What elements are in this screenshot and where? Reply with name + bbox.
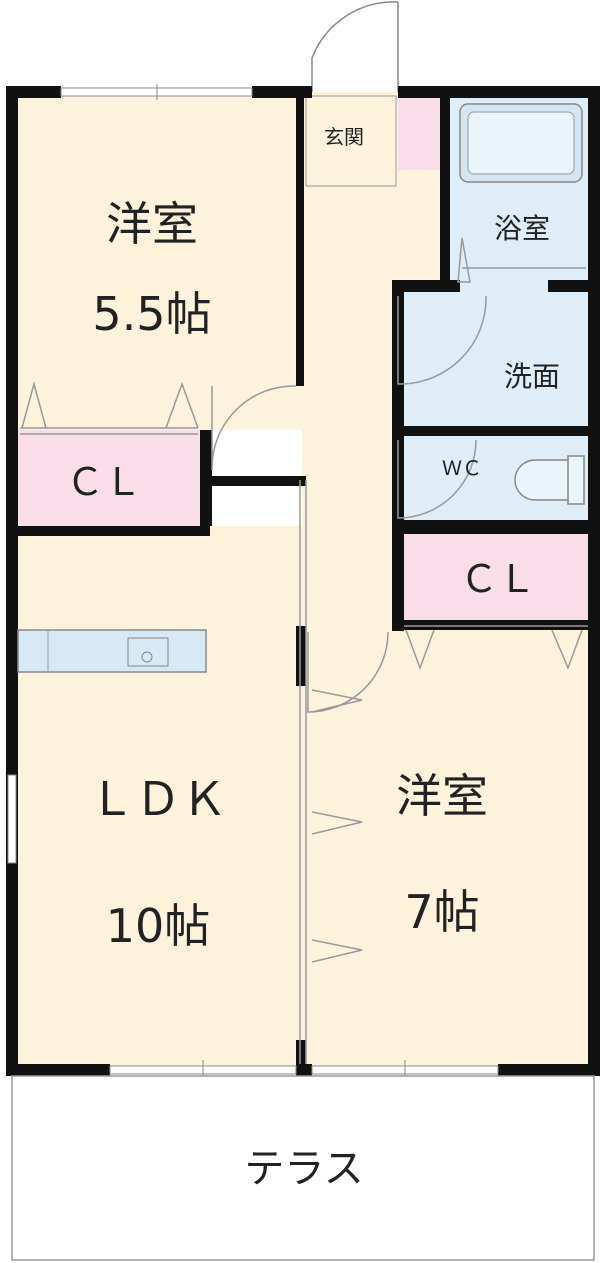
toilet-fixture xyxy=(514,455,585,505)
western-room-1-floor xyxy=(12,92,302,430)
room-label-western-1: 洋室 xyxy=(106,197,198,251)
sliding-doors xyxy=(20,381,588,1064)
room-label-washroom: 洗面 xyxy=(504,360,560,393)
genkan-floor xyxy=(302,92,398,184)
room-label-terrace: テラス xyxy=(244,1146,363,1192)
closet-1-floor xyxy=(12,430,207,526)
room-label-ldk: ＬＤＫ xyxy=(89,772,227,826)
interior-doors xyxy=(211,237,586,713)
room-size-western-1: 5.5帖 xyxy=(92,287,211,341)
windows xyxy=(7,84,499,1080)
genkan-step xyxy=(305,95,397,187)
room-size-ldk: 10帖 xyxy=(106,899,211,953)
room-size-western-2: 7帖 xyxy=(404,885,479,939)
western-room-2-floor xyxy=(302,626,588,1066)
room-label-closet-1: ＣＬ xyxy=(66,460,142,504)
room-label-toilet: ＷＣ xyxy=(442,456,482,480)
ldk-floor xyxy=(12,526,302,1066)
closet-2-floor xyxy=(398,530,588,626)
washroom-floor xyxy=(398,286,588,432)
room-label-closet-2: ＣＬ xyxy=(460,557,536,601)
room-label-entrance: 玄関 xyxy=(324,125,364,149)
room-label-bath: 浴室 xyxy=(494,212,550,245)
entrance-door xyxy=(311,1,399,92)
kitchen-counter xyxy=(17,629,207,673)
room-label-western-2: 洋室 xyxy=(396,769,488,823)
shoe-cabinet xyxy=(398,98,440,170)
terrace xyxy=(11,1075,595,1261)
